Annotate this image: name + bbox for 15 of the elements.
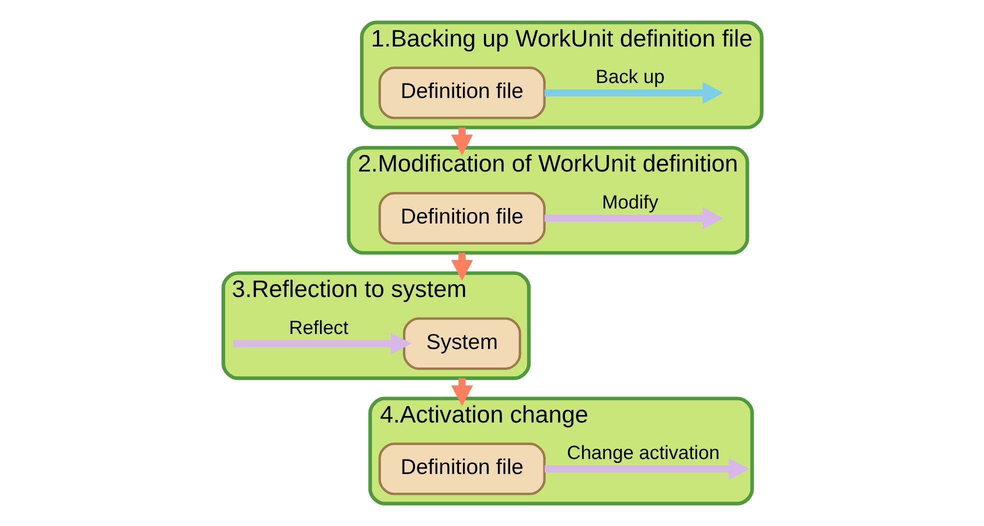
edge-label: Reflect: [288, 318, 348, 339]
node-box: Definition file: [378, 192, 546, 244]
arrow: [233, 332, 412, 354]
edge-label: Modify: [602, 192, 658, 214]
edge-label: Change activation: [566, 443, 720, 464]
arrow: [544, 82, 723, 104]
node-box: Definition file: [378, 442, 546, 496]
arrow: [544, 458, 750, 480]
arrow: [544, 207, 723, 230]
arrow: [450, 378, 472, 406]
edge-label: Back up: [595, 67, 664, 88]
arrow: [450, 252, 472, 281]
node-box: Definition file: [378, 66, 546, 120]
node-box: System: [402, 317, 521, 370]
arrow: [450, 128, 472, 156]
